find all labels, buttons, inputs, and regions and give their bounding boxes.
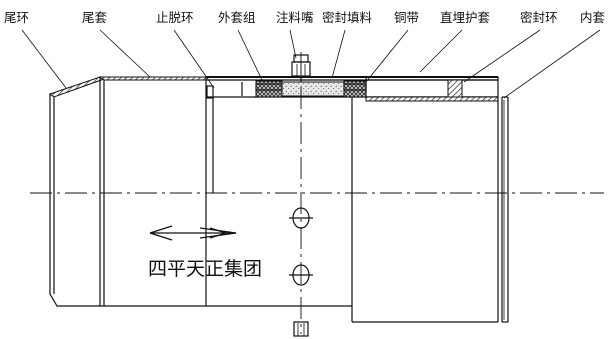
leader-copper-band	[365, 29, 409, 83]
label-tail-sleeve: 尾套	[82, 10, 108, 25]
label-sealing-filler: 密封填料	[322, 10, 373, 25]
inner-sleeve	[365, 96, 509, 323]
leader-direct-buried-sleeve	[419, 29, 463, 73]
sealing-filler	[281, 81, 345, 97]
leader-sealing-filler	[331, 29, 346, 79]
company-name: 四平天正集团	[148, 258, 262, 280]
outer-sleeve	[206, 76, 498, 323]
leader-lines	[21, 29, 601, 99]
label-injection-nozzle: 注料嘴	[276, 10, 314, 25]
label-direct-buried-sleeve: 直埋护套	[440, 10, 491, 25]
left-arrow-icon	[149, 225, 237, 241]
leader-tail-sleeve	[99, 29, 151, 78]
bolt-upper	[289, 207, 313, 229]
bolt-lower	[289, 264, 313, 286]
stop-ring	[206, 85, 214, 193]
label-stop-ring: 止脱环	[156, 10, 194, 25]
leader-injection-nozzle	[289, 29, 297, 59]
label-seal-ring: 密封环	[520, 10, 558, 25]
direct-buried-sleeve	[365, 76, 499, 98]
leader-inner-sleeve	[503, 29, 601, 99]
label-inner-sleeve: 内套	[580, 10, 606, 25]
seal-ring	[447, 79, 463, 98]
leader-outer-sleeve-group	[237, 29, 263, 81]
bottom-nozzle	[293, 321, 309, 337]
label-copper-band: 铜带	[394, 10, 419, 25]
label-outer-sleeve-group: 外套组	[218, 10, 256, 25]
leader-stop-ring	[173, 29, 215, 89]
leader-seal-ring	[463, 29, 541, 83]
leader-tail-ring	[21, 29, 67, 89]
label-tail-ring: 尾环	[4, 10, 29, 25]
tail-sleeve	[98, 76, 207, 307]
tail-ring	[48, 76, 106, 307]
sealing-filler-group	[255, 80, 367, 98]
